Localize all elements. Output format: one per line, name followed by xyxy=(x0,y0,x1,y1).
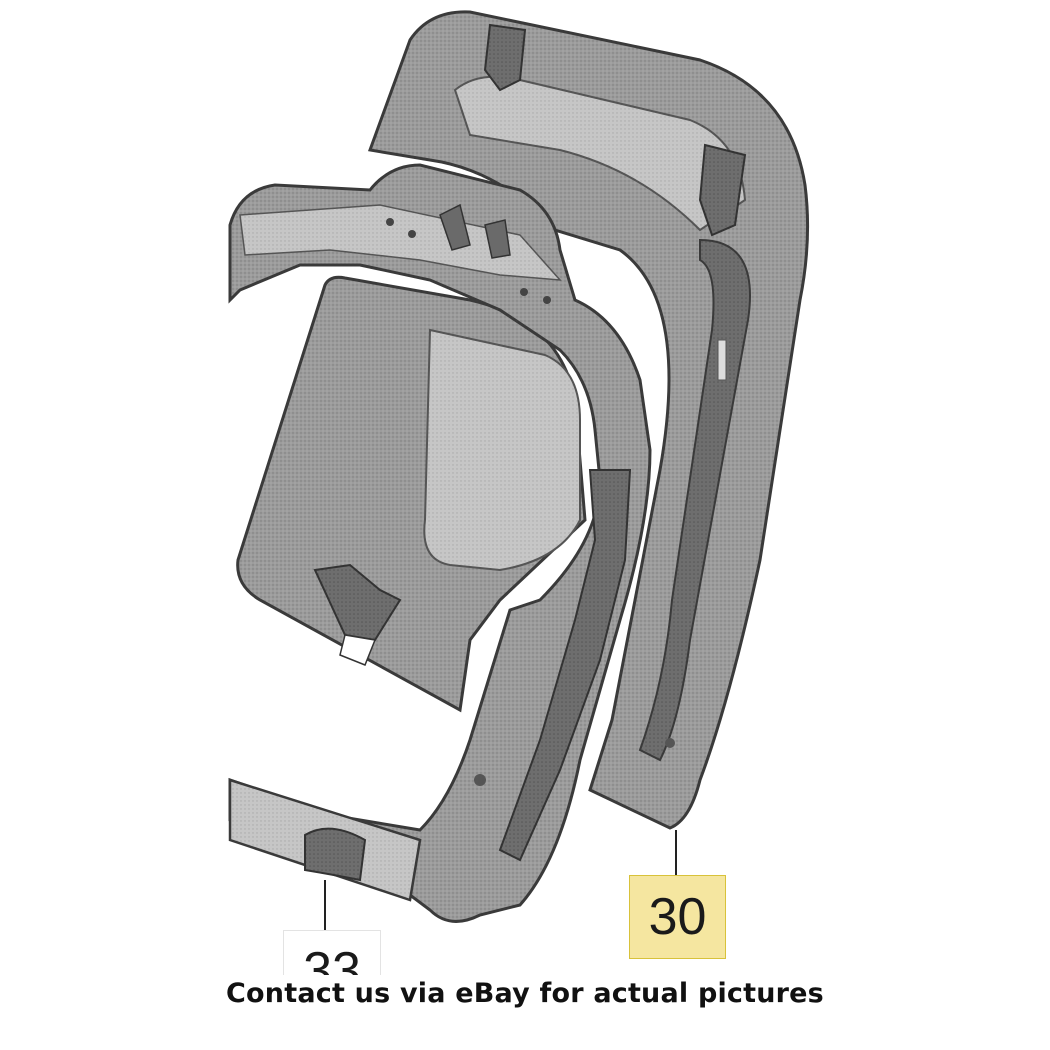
callout-label-33: 33 xyxy=(283,930,381,975)
callout-label-30: 30 xyxy=(629,875,726,959)
callout-30-background xyxy=(629,875,726,959)
part-33-frame xyxy=(228,163,652,923)
part-30-cover xyxy=(367,10,810,830)
callout-label-33-text: 33 xyxy=(303,942,361,975)
inner-panel xyxy=(236,275,587,713)
caption-text: Contact us via eBay for actual pictures xyxy=(226,978,824,1009)
